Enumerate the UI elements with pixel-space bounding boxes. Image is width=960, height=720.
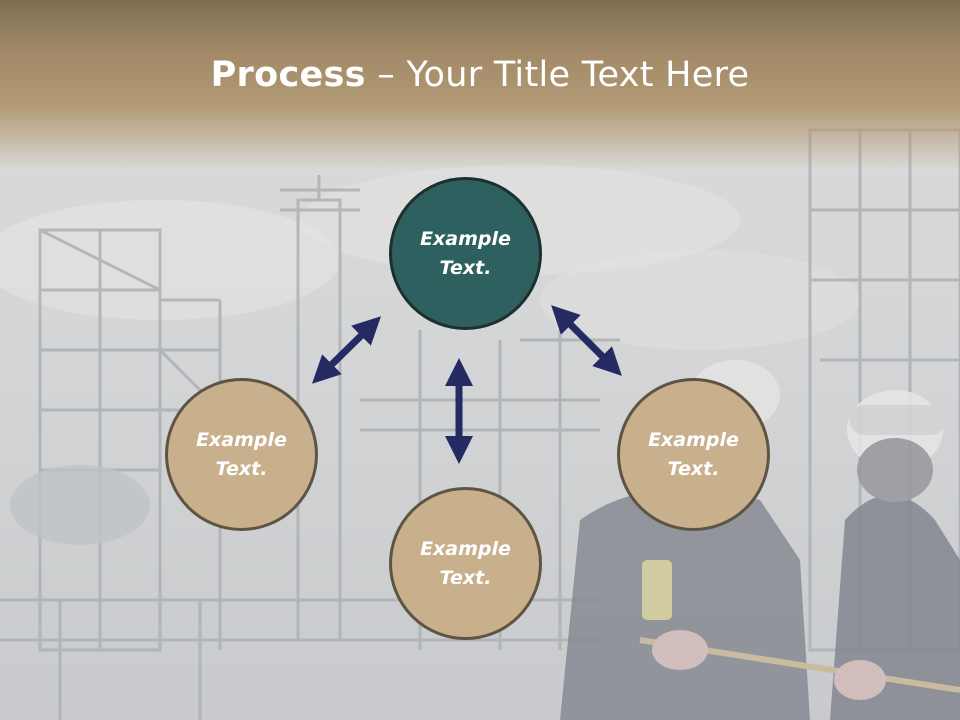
node-left-label: Example Text. xyxy=(196,428,287,480)
node-left: Example Text. xyxy=(165,378,318,531)
arrow-top-left xyxy=(311,316,382,384)
node-center: Example Text. xyxy=(389,487,542,640)
slide-title: Process – Your Title Text Here xyxy=(0,52,960,98)
node-right: Example Text. xyxy=(617,378,770,531)
header-band xyxy=(0,0,960,170)
node-right-label: Example Text. xyxy=(648,428,739,480)
arrow-top-right xyxy=(551,305,622,376)
title-rest-part: – Your Title Text Here xyxy=(365,55,750,95)
node-top-label: Example Text. xyxy=(420,227,511,279)
title-bold-part: Process xyxy=(210,55,366,95)
node-top: Example Text. xyxy=(389,177,542,330)
node-center-label: Example Text. xyxy=(420,537,511,589)
